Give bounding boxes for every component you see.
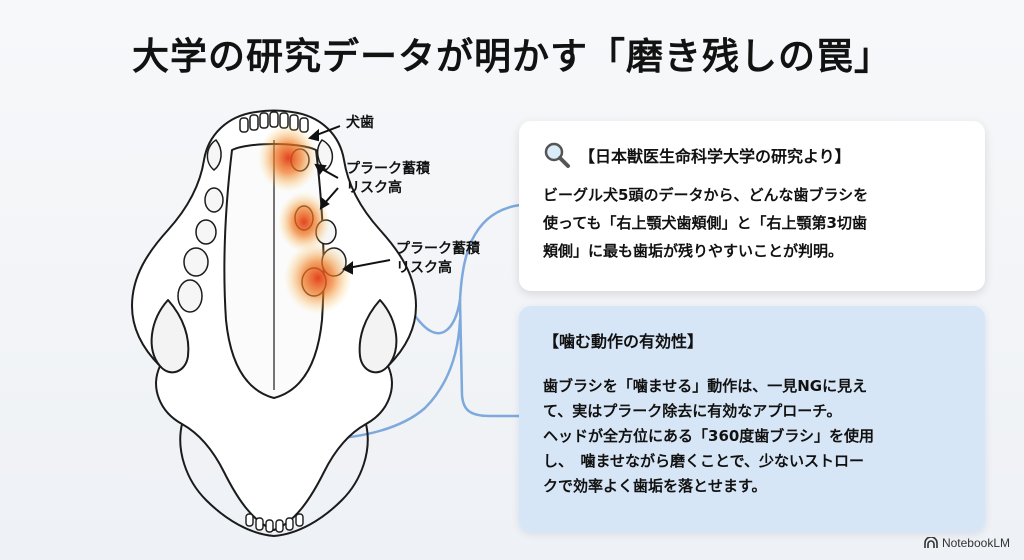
chewing-line-5: クで効率よく歯垢を落とせます。 — [543, 477, 767, 495]
logo-text: NotebookLM — [941, 536, 1010, 550]
research-line-2: 使っても「右上顎犬歯頬側」と「右上顎第3切歯 — [543, 214, 867, 232]
research-card-heading: 【日本獣医生命科学大学の研究より】 — [579, 147, 851, 166]
notebooklm-icon — [924, 537, 938, 548]
chewing-line-1: 歯ブラシを「噛ませる」動作は、一見NGに見え — [543, 377, 868, 395]
chewing-card-body: 歯ブラシを「噛ませる」動作は、一見NGに見え て、実はプラーク除去に有効なアプロ… — [543, 374, 963, 499]
chewing-card: 【噛む動作の有効性】 歯ブラシを「噛ませる」動作は、一見NGに見え て、実はプラ… — [519, 306, 985, 532]
chewing-card-heading: 【噛む動作の有効性】 — [543, 332, 704, 351]
research-card: 【日本獣医生命科学大学の研究より】 ビーグル犬5頭のデータから、どんな歯ブラシを… — [519, 121, 985, 291]
chewing-line-2: て、実はプラーク除去に有効なアプローチ。 — [543, 402, 842, 420]
risk-label-2-line2: リスク高 — [396, 260, 452, 276]
risk-label-1-line1: プラーク蓄積 — [346, 161, 430, 177]
research-line-3: 頬側」に最も歯垢が残りやすいことが判明。 — [543, 242, 844, 260]
risk-label-1-line2: リスク高 — [346, 180, 402, 196]
research-card-header: 【日本獣医生命科学大学の研究より】 — [543, 141, 963, 169]
risk-label-1: プラーク蓄積 リスク高 — [346, 160, 430, 198]
page-title: 大学の研究データが明かす「磨き残しの罠」 — [132, 35, 892, 78]
left-teeth — [177, 139, 224, 313]
magnifier-icon — [544, 142, 570, 168]
research-line-1: ビーグル犬5頭のデータから、どんな歯ブラシを — [543, 186, 869, 204]
risk-label-2: プラーク蓄積 リスク高 — [396, 240, 480, 278]
pointer-arrows — [307, 125, 391, 275]
plaque-hotspots — [258, 124, 352, 314]
canine-label: 犬歯 — [346, 115, 374, 131]
chewing-line-4: し、 噛ませながら磨くことで、少ないストロー — [543, 452, 865, 470]
notebooklm-logo: NotebookLM — [924, 536, 1010, 550]
risk-label-2-line1: プラーク蓄積 — [396, 241, 480, 257]
lower-teeth — [245, 513, 304, 533]
research-card-body: ビーグル犬5頭のデータから、どんな歯ブラシを 使っても「右上顎犬歯頬側」と「右上… — [543, 181, 963, 265]
chewing-line-3: ヘッドが全方位にある「360度歯ブラシ」を使用 — [543, 427, 875, 445]
